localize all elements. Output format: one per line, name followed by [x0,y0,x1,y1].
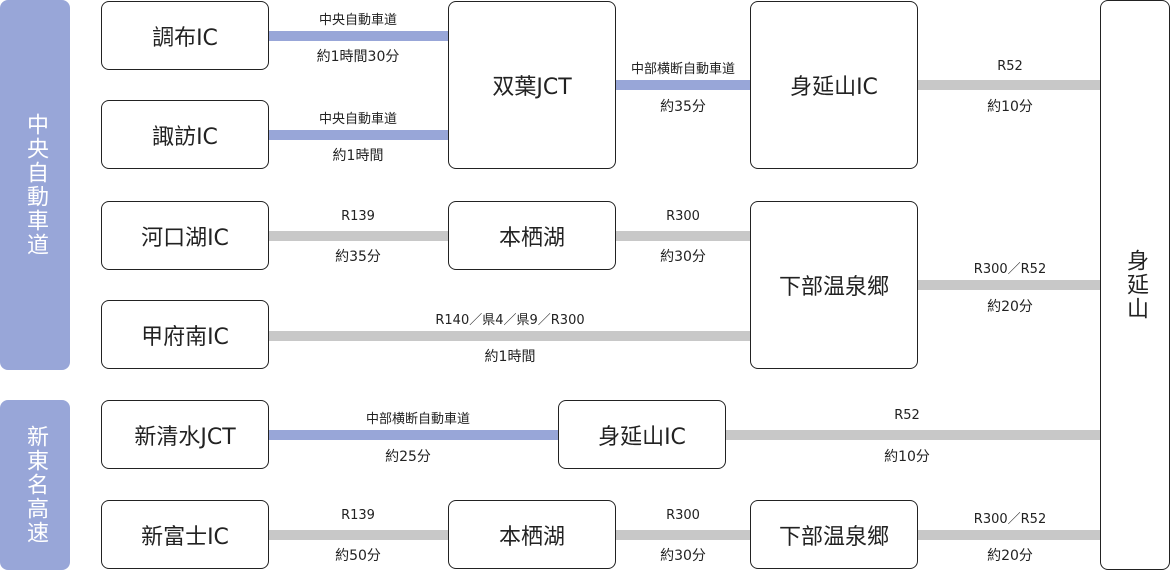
route-line-kawaguchiko-motosuko [269,231,449,241]
node-suwa-ic: 諏訪IC [101,100,269,169]
route-road-label: R300 [666,508,700,523]
route-road-label: 中央自動車道 [318,112,398,127]
route-time-label: 約20分 [987,548,1033,564]
node-shinfuji-ic: 新富士IC [101,500,269,569]
route-time-label: 約50分 [335,548,381,564]
route-road-label: R140／県4／県9／R300 [435,313,585,328]
group-label-shintomei: 新東名高速 [0,400,70,570]
route-line-motosuko-shimobe [616,231,750,241]
node-futaba-jct: 双葉JCT [448,1,616,169]
route-line-futaba-minobu [616,80,750,90]
route-road-label: R300／R52 [973,512,1047,527]
route-line-minobu2-dest [725,430,1100,440]
node-chofu-ic: 調布IC [101,1,269,70]
route-time-label: 約30分 [660,548,706,564]
destination-minobusan: 身延山 [1100,0,1170,570]
route-line-suwa-futaba [269,130,449,140]
route-time-label: 約35分 [335,249,381,265]
route-time-label: 約30分 [660,249,706,265]
route-time-label: 約1時間30分 [316,49,400,65]
route-line-kofuminami-shimobe [269,331,750,341]
node-shimobe-onsenkyo: 下部温泉郷 [750,201,918,369]
route-line-minobu-dest [918,80,1100,90]
node-minobusan-ic-2: 身延山IC [558,400,726,469]
route-time-label: 約10分 [884,449,930,465]
route-line-motosuko2-shimobe [616,530,750,540]
route-road-label: R52 [997,59,1023,74]
route-road-label: 中部横断自動車道 [365,412,471,427]
node-kawaguchiko-ic: 河口湖IC [101,201,269,270]
route-road-label: R139 [341,209,375,224]
route-line-shinshimizu-minobu [269,430,558,440]
group-label-chuo: 中央自動車道 [0,0,70,370]
node-motosuko: 本栖湖 [448,201,616,270]
route-line-shimobe2-dest [918,530,1100,540]
route-road-label: 中央自動車道 [318,13,398,28]
route-time-label: 約1時間 [484,349,536,365]
route-road-label: 中部横断自動車道 [630,62,736,77]
node-shimobe-onsenkyo-2: 下部温泉郷 [750,500,918,569]
route-time-label: 約25分 [385,449,431,465]
route-time-label: 約35分 [660,99,706,115]
route-road-label: R300 [666,209,700,224]
route-road-label: R139 [341,508,375,523]
route-time-label: 約1時間 [332,148,384,164]
route-line-chofu-futaba [269,31,449,41]
node-motosuko-2: 本栖湖 [448,500,616,569]
route-time-label: 約10分 [987,99,1033,115]
node-shinshimizu-jct: 新清水JCT [101,400,269,469]
route-line-shinfuji-motosuko [269,530,449,540]
route-road-label: R52 [894,408,920,423]
route-time-label: 約20分 [987,299,1033,315]
node-kofuminami-ic: 甲府南IC [101,300,269,369]
route-road-label: R300／R52 [973,262,1047,277]
route-line-shimobe-dest [918,280,1100,290]
node-minobusan-ic: 身延山IC [750,1,918,169]
